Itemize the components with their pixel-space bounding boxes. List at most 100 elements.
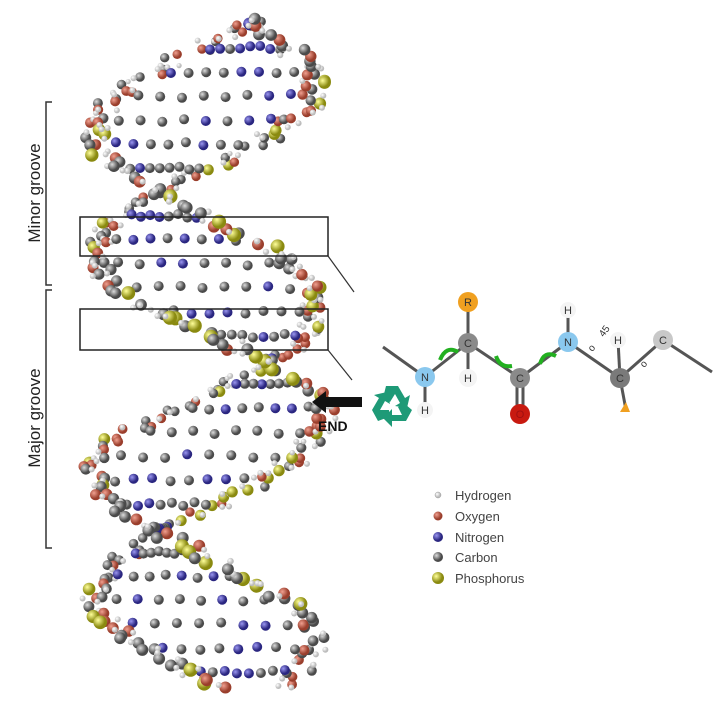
hydrogen-atom xyxy=(284,124,291,131)
carbon-atom xyxy=(138,548,149,559)
legend-hydrogen-label: Hydrogen xyxy=(455,488,511,503)
oxygen-atom xyxy=(297,619,309,631)
hydrogen-atom xyxy=(251,474,257,481)
hydrogen-atom xyxy=(262,248,270,256)
carbon-atom xyxy=(160,53,170,63)
carbon-atom xyxy=(271,68,282,79)
hydrogen-atom xyxy=(154,313,161,319)
oxygen-atom xyxy=(232,20,242,30)
recycle-icon xyxy=(372,386,412,427)
hydrogen-atom xyxy=(178,319,185,326)
carbon-atom xyxy=(269,331,280,342)
carbon-atom xyxy=(267,665,278,676)
carbon-atom xyxy=(177,92,187,103)
hydrogen-atom xyxy=(300,323,307,330)
hydrogen-atom xyxy=(315,63,322,70)
carbon-atom xyxy=(239,370,249,380)
hydrogen-atom xyxy=(199,511,206,518)
zoom-line-lower xyxy=(327,349,353,381)
carbon-atom xyxy=(153,594,164,605)
hydrogen-atom xyxy=(109,566,115,573)
oxygen-atom xyxy=(161,527,173,540)
hydrogen-atom xyxy=(245,22,252,29)
hydrogen-atom xyxy=(290,340,297,347)
carbon-atom xyxy=(110,275,123,287)
carbon-atom xyxy=(150,531,163,544)
carbon-atom xyxy=(135,72,145,82)
nitrogen-atom xyxy=(126,209,137,220)
phosphorus-atom xyxy=(226,486,238,498)
carbon-atom xyxy=(183,68,194,78)
nitrogen-atom xyxy=(145,210,156,221)
nitrogen-atom xyxy=(264,90,275,101)
atom-h: H xyxy=(464,373,472,385)
nitrogen-atom xyxy=(198,140,209,151)
carbon-atom xyxy=(171,176,181,187)
nitrogen-atom xyxy=(233,644,244,655)
hydrogen-atom xyxy=(154,645,161,652)
oxygen-atom xyxy=(311,412,323,424)
hydrogen-atom xyxy=(320,630,327,637)
hydrogen-atom xyxy=(125,79,131,85)
carbon-atom xyxy=(258,140,269,151)
nitrogen-atom xyxy=(231,379,242,389)
carbon-atom xyxy=(111,234,122,245)
carbon-atom xyxy=(93,268,105,280)
nitrogen-atom xyxy=(144,498,155,509)
nitrogen-atom xyxy=(263,281,274,292)
hydrogen-atom xyxy=(311,313,317,320)
carbon-atom xyxy=(242,89,253,100)
hydrogen-atom xyxy=(275,683,282,689)
atom-c: C xyxy=(616,373,624,385)
carbon-atom xyxy=(194,618,205,629)
highlight-box-lower xyxy=(79,308,329,351)
carbon-atom xyxy=(166,427,177,438)
carbon-atom xyxy=(289,67,300,77)
legend-carbon-label: Carbon xyxy=(455,550,498,565)
hydrogen-atom xyxy=(207,386,214,393)
hydrogen-atom xyxy=(231,348,238,355)
carbon-atom xyxy=(116,450,126,461)
carbon-atom xyxy=(160,569,171,580)
carbon-atom xyxy=(197,283,208,293)
hydrogen-atom xyxy=(195,665,202,672)
nitrogen-atom xyxy=(177,258,188,269)
hydrogen-atom xyxy=(319,104,325,111)
carbon-atom xyxy=(233,140,244,151)
carbon-atom xyxy=(276,306,287,317)
carbon-atom xyxy=(265,379,276,390)
carbon-atom xyxy=(188,552,201,565)
hydrogen-atom xyxy=(95,448,102,455)
carbon-atom xyxy=(155,91,166,102)
carbon-atom xyxy=(176,644,187,655)
carbon-atom xyxy=(195,644,206,655)
carbon-atom xyxy=(154,163,165,174)
oxygen-atom xyxy=(157,69,168,80)
nitrogen-atom xyxy=(132,594,143,605)
hydrogen-atom xyxy=(129,87,136,94)
oxygen-atom xyxy=(110,96,121,107)
phosphorus-atom xyxy=(183,662,198,677)
carbon-atom xyxy=(305,95,316,106)
green-arrow-2 xyxy=(494,355,513,369)
hydrogen-atom xyxy=(322,646,329,653)
hydrogen-atom xyxy=(111,626,118,633)
carbon-atom xyxy=(219,281,230,292)
carbon-atom xyxy=(239,473,250,484)
hydrogen-atom xyxy=(288,684,295,691)
hydrogen-atom xyxy=(311,331,318,337)
carbon-atom xyxy=(241,281,252,292)
oxygen-atom xyxy=(286,113,296,124)
hydrogen-atom xyxy=(277,52,284,59)
hydrogen-atom xyxy=(166,409,173,416)
hydrogen-atom xyxy=(101,135,108,142)
peptide-molecule: R C H N H C O N H H C C o 45 o xyxy=(382,292,713,424)
hydrogen-atom xyxy=(255,364,262,371)
carbon-atom xyxy=(196,595,207,606)
carbon-atom xyxy=(154,546,164,557)
carbon-atom xyxy=(255,668,266,678)
nitrogen-atom xyxy=(231,668,242,679)
hydrogen-atom xyxy=(310,661,317,668)
hydrogen-atom xyxy=(215,682,222,688)
